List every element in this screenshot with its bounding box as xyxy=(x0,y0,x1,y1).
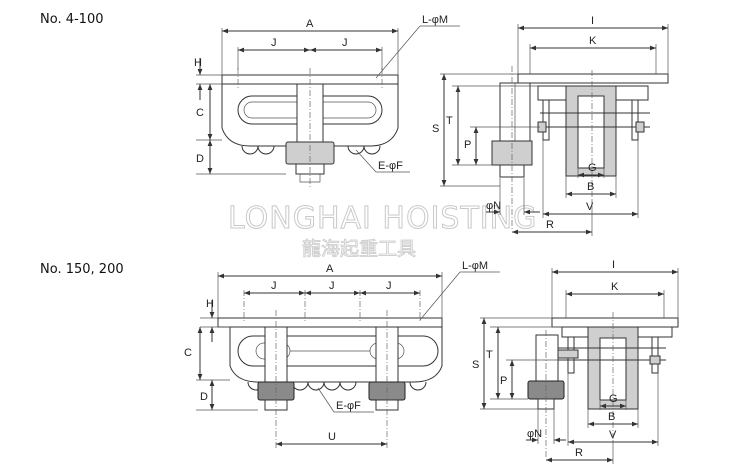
dim-A: A xyxy=(306,18,314,30)
dim-B: B xyxy=(587,181,594,193)
dim-H: H xyxy=(206,298,214,310)
dim-J-1: J xyxy=(271,280,277,292)
dim-J-left: J xyxy=(271,37,277,49)
dim-G: G xyxy=(609,393,618,405)
dim-C: C xyxy=(184,347,192,359)
dim-B: B xyxy=(608,411,615,423)
dim-H: H xyxy=(194,57,202,69)
dim-J-right: J xyxy=(342,37,348,49)
dim-LM: L-φM xyxy=(462,260,488,272)
dim-P: P xyxy=(500,375,507,387)
dim-V: V xyxy=(609,429,617,441)
dim-U: U xyxy=(328,431,336,443)
dim-J-3: J xyxy=(386,280,392,292)
dim-EF: E-φF xyxy=(378,160,403,172)
dim-D: D xyxy=(196,153,204,165)
dim-S: S xyxy=(472,359,479,371)
dim-K: K xyxy=(611,281,619,293)
dim-G: G xyxy=(588,162,597,174)
front-view-1: A J J L-φM H C D E xyxy=(194,14,460,188)
dim-N: φN xyxy=(527,428,542,440)
dim-K: K xyxy=(589,35,597,47)
side-view-1: I K S T P G B xyxy=(432,15,669,236)
dim-LM: L-φM xyxy=(422,14,448,26)
dim-P: P xyxy=(464,139,471,151)
dim-C: C xyxy=(196,107,204,119)
dim-D: D xyxy=(200,391,208,403)
model-label-150-200: No. 150, 200 xyxy=(40,262,124,277)
dim-T: T xyxy=(446,115,453,127)
dim-R: R xyxy=(575,447,583,459)
dim-I: I xyxy=(591,15,594,27)
dim-N: φN xyxy=(486,200,501,212)
watermark-cn: 龍海起重工具 xyxy=(302,238,416,260)
watermark: LONGHAI HOISTING 龍海起重工具 xyxy=(228,201,537,261)
dim-V: V xyxy=(586,201,594,213)
dim-A: A xyxy=(326,263,334,275)
dim-T: T xyxy=(486,349,493,361)
front-view-2: A J J J L-φM H C D xyxy=(184,260,500,448)
side-view-2: I K S T P G B xyxy=(472,259,679,464)
dim-EF: E-φF xyxy=(336,400,361,412)
watermark-en: LONGHAI HOISTING xyxy=(228,201,537,236)
dim-I: I xyxy=(612,259,615,271)
dim-S: S xyxy=(432,123,439,135)
dim-R: R xyxy=(546,219,554,231)
model-label-4-100: No. 4-100 xyxy=(40,12,104,27)
dim-J-2: J xyxy=(329,280,335,292)
